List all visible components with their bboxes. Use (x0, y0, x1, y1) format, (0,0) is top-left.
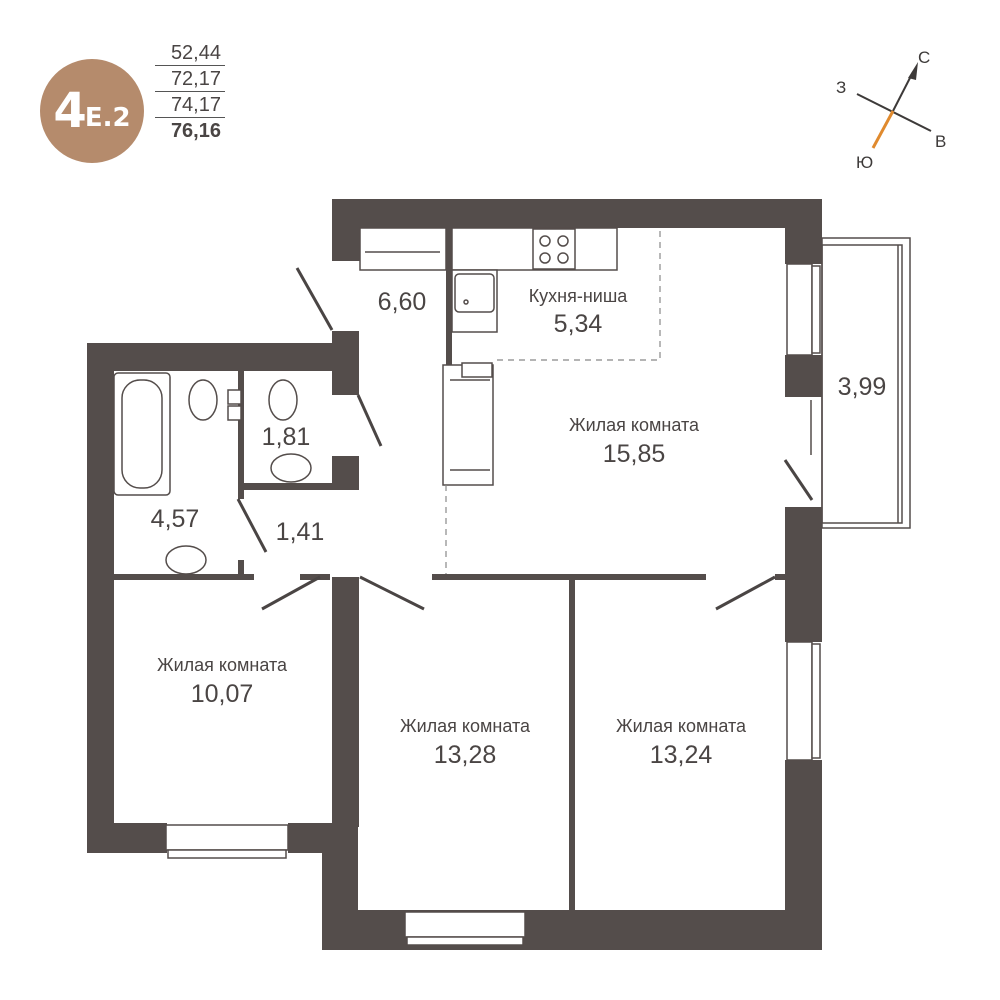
kitchen-name: Кухня-ниша (528, 286, 628, 306)
area-living: 52,44 (155, 40, 225, 66)
type-code: Е.2 (84, 103, 131, 133)
bedroom-2-area: 13,28 (433, 741, 497, 769)
bathroom-area: 4,57 (150, 505, 200, 533)
bedroom-1-area: 10,07 (190, 680, 254, 708)
bedroom-3-name: Жилая комната (615, 716, 747, 736)
living-main-name: Жилая комната (568, 415, 700, 435)
living-main-area: 15,85 (602, 440, 666, 468)
area-total: 72,17 (155, 66, 225, 92)
area-total-with-balcony: 76,16 (170, 120, 221, 142)
hall-area: 6,60 (377, 288, 427, 316)
bedroom-3-area: 13,24 (649, 741, 713, 769)
balcony-area: 3,99 (837, 373, 887, 401)
bedroom-1-name: Жилая комната (156, 655, 288, 675)
kitchen-area: 5,34 (553, 310, 603, 338)
compass-west-label: З (836, 78, 847, 97)
wc-area: 1,81 (261, 423, 311, 451)
compass-east-label: В (935, 132, 947, 151)
area-with-balcony-reduced: 74,17 (155, 92, 225, 118)
area-summary: 52,44 72,17 74,17 76,16 (155, 40, 225, 144)
corridor-area: 1,41 (275, 518, 325, 546)
rooms-count: 4 (53, 83, 86, 139)
bedroom-2-name: Жилая комната (399, 716, 531, 736)
compass-north-label: С (918, 48, 931, 67)
compass-south-label: Ю (856, 153, 874, 172)
apartment-type-badge: 4 Е.2 (40, 59, 144, 163)
